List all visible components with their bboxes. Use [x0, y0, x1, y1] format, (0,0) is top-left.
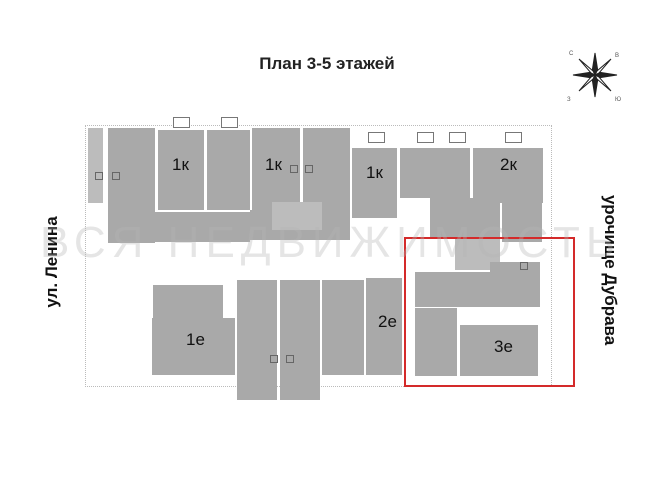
apartment-label-1k: 1к — [172, 155, 189, 174]
apartment-label-3e: 3е — [494, 337, 513, 356]
room — [366, 278, 402, 375]
apartment-label-1e: 1е — [186, 330, 205, 349]
room — [140, 212, 250, 242]
room — [252, 128, 300, 213]
room — [415, 308, 457, 376]
balcony — [417, 132, 434, 143]
window-fixture-icon — [520, 262, 528, 270]
balcony — [368, 132, 385, 143]
room — [473, 148, 543, 203]
svg-text:З: З — [567, 97, 571, 103]
window-fixture-icon — [270, 355, 278, 363]
room — [303, 128, 350, 213]
staircase-left — [88, 128, 103, 203]
svg-text:С: С — [569, 51, 574, 57]
room — [153, 285, 223, 320]
balcony — [221, 117, 238, 128]
apartment-label-2k: 2к — [500, 155, 517, 174]
room — [502, 202, 542, 242]
room — [490, 262, 540, 307]
room — [152, 318, 235, 375]
svg-text:В: В — [615, 53, 619, 59]
window-fixture-icon — [290, 165, 298, 173]
balcony — [173, 117, 190, 128]
apartment-label-2e: 2е — [378, 312, 397, 331]
svg-text:Ю: Ю — [615, 97, 621, 103]
watermark: ВСЯ НЕДВИЖИМОСТЬ — [40, 218, 621, 267]
apartment-label-1k: 1к — [265, 155, 282, 174]
window-fixture-icon — [95, 172, 103, 180]
room — [207, 130, 250, 210]
room — [430, 198, 500, 238]
room — [241, 375, 277, 400]
apartment-label-1k: 1к — [366, 163, 383, 182]
window-fixture-icon — [286, 355, 294, 363]
room — [400, 148, 470, 198]
room — [158, 130, 204, 210]
room — [322, 280, 364, 375]
room — [352, 148, 397, 218]
window-fixture-icon — [112, 172, 120, 180]
balcony — [449, 132, 466, 143]
selected-apartment-highlight[interactable] — [404, 237, 575, 387]
plan-title: План 3-5 этажей — [259, 54, 395, 73]
room — [460, 325, 538, 376]
room — [415, 272, 490, 307]
balcony — [505, 132, 522, 143]
bathroom — [272, 202, 322, 230]
room — [284, 375, 320, 400]
window-fixture-icon — [305, 165, 313, 173]
compass-rose-icon: С В Ю З — [567, 51, 621, 103]
